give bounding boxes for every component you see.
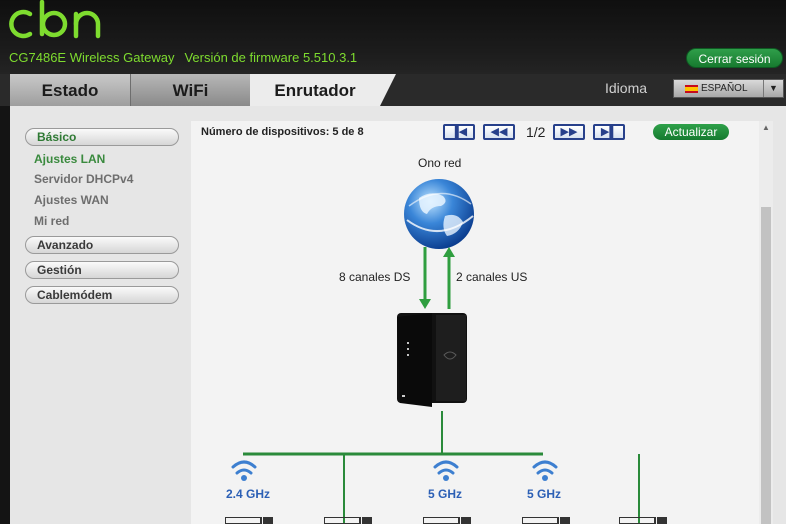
logout-button[interactable]: Cerrar sesión xyxy=(686,48,783,68)
chevron-down-icon[interactable]: ▼ xyxy=(763,80,783,97)
last-page-button[interactable]: ▶▌ xyxy=(593,124,625,140)
sidebar: Básico Ajustes LAN Servidor DHCPv4 Ajust… xyxy=(10,106,190,524)
next-page-button[interactable]: ▶▶ xyxy=(553,124,585,140)
band-label-3: 5 GHz xyxy=(527,487,562,501)
wifi-icon-1 xyxy=(231,460,257,481)
first-page-button[interactable]: ▐◀ xyxy=(443,124,475,140)
model-line: CG7486E Wireless Gateway Versión de firmw… xyxy=(9,50,357,65)
device-count: Número de dispositivos: 5 de 8 xyxy=(201,126,364,138)
band-label-2: 5 GHz xyxy=(428,487,463,501)
sidebar-item-mi-red[interactable]: Mi red xyxy=(34,214,70,228)
sidebar-section-basico[interactable]: Básico xyxy=(25,128,179,146)
model-name: CG7486E Wireless Gateway xyxy=(9,50,175,65)
sidebar-item-ajustes-lan[interactable]: Ajustes LAN xyxy=(34,152,106,166)
vertical-scrollbar[interactable]: ▲ xyxy=(759,121,773,524)
client-device-icon xyxy=(423,517,471,524)
router-device-icon xyxy=(397,313,467,407)
sidebar-section-gestion[interactable]: Gestión xyxy=(25,261,179,279)
scroll-up-arrow-icon[interactable]: ▲ xyxy=(762,123,770,132)
sidebar-section-avanzado[interactable]: Avanzado xyxy=(25,236,179,254)
cbn-logo xyxy=(9,0,101,39)
network-lines xyxy=(243,411,640,524)
client-device-icon xyxy=(619,517,667,524)
internet-globe-icon xyxy=(404,179,474,249)
sidebar-section-cablemodem[interactable]: Cablemódem xyxy=(25,286,179,304)
wifi-icon-3 xyxy=(532,460,558,481)
language-select[interactable]: ESPAÑOL ▼ xyxy=(673,79,784,98)
downstream-label: 8 canales DS xyxy=(339,270,411,284)
network-map-panel: Número de dispositivos: 5 de 8 ▐◀ ◀◀ 1/2… xyxy=(191,121,759,524)
language-value: ESPAÑOL xyxy=(701,83,748,94)
client-device-icon xyxy=(522,517,570,524)
wifi-icon-2 xyxy=(433,460,459,481)
traffic-arrows xyxy=(419,247,455,309)
page-indicator: 1/2 xyxy=(526,124,546,140)
firmware-version: Versión de firmware 5.510.3.1 xyxy=(184,50,358,65)
client-device-icon xyxy=(225,517,273,524)
scrollbar-thumb[interactable] xyxy=(761,207,771,524)
sidebar-item-ajustes-wan[interactable]: Ajustes WAN xyxy=(34,193,109,207)
band-label-1: 2.4 GHz xyxy=(226,487,271,501)
client-device-icon xyxy=(324,517,372,524)
tab-bar: Estado WiFi Enrutador xyxy=(0,74,786,106)
language-label: Idioma xyxy=(605,80,648,96)
prev-page-button[interactable]: ◀◀ xyxy=(483,124,515,140)
tab-enrutador[interactable]: Enrutador xyxy=(250,74,380,106)
spain-flag-icon xyxy=(685,85,698,93)
refresh-button[interactable]: Actualizar xyxy=(653,124,729,140)
sidebar-item-servidor-dhcp[interactable]: Servidor DHCPv4 xyxy=(34,172,134,186)
header: CG7486E Wireless Gateway Versión de firmw… xyxy=(0,0,786,74)
tab-enrutador-edge xyxy=(380,74,396,106)
upstream-label: 2 canales US xyxy=(456,270,528,284)
tab-wifi[interactable]: WiFi xyxy=(130,74,250,106)
network-label: Ono red xyxy=(418,156,462,170)
tab-estado[interactable]: Estado xyxy=(10,74,130,106)
